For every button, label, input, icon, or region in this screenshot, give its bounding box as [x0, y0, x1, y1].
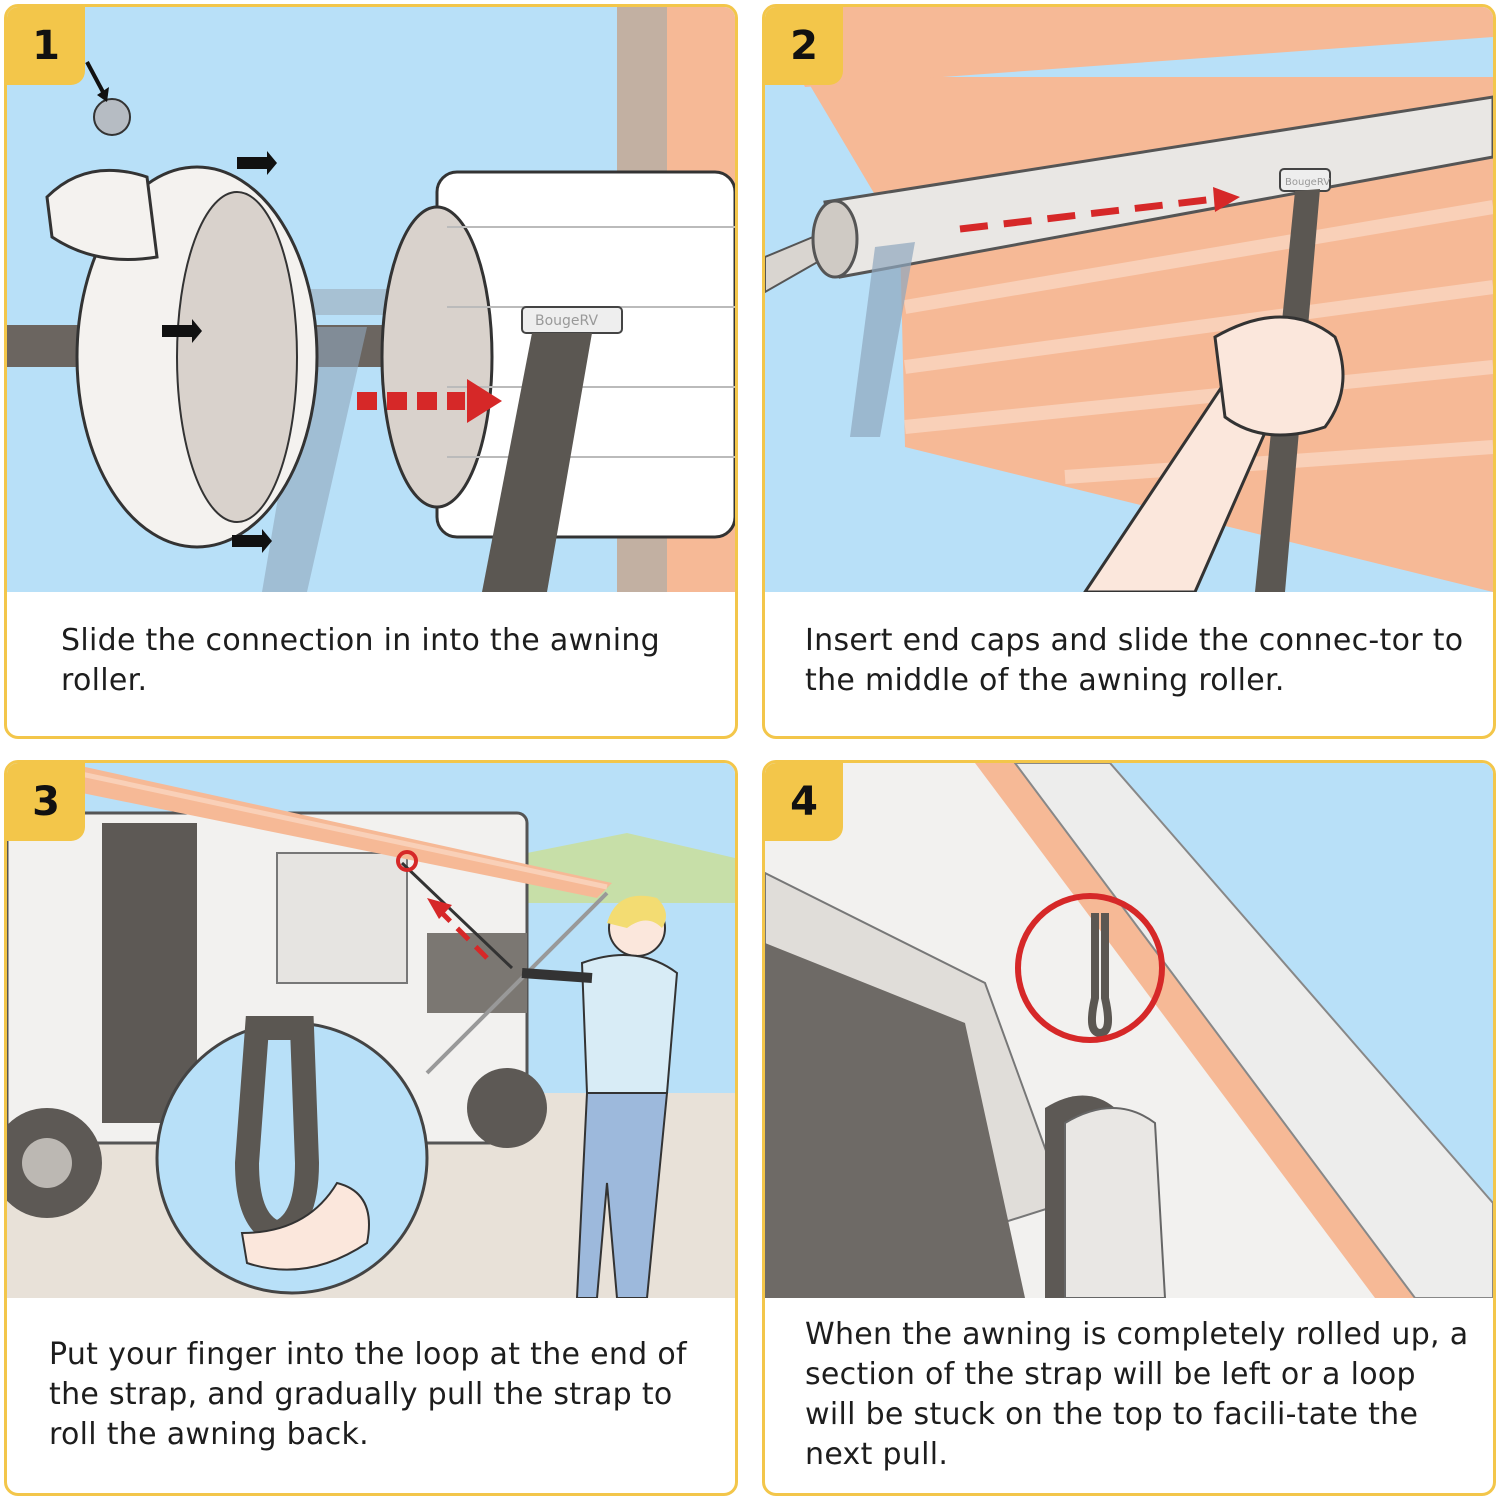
step-3-illustration	[7, 763, 735, 1348]
brand-label-1: BougeRV	[535, 313, 599, 329]
step-3-caption: Put your finger into the loop at the end…	[49, 1337, 687, 1452]
slide-arrow	[357, 379, 502, 423]
step-3-panel: 3 Put your finger into the loop at the e…	[4, 760, 738, 1496]
step-number-badge: 4	[765, 763, 843, 841]
step-1-illustration: BougeRV	[7, 7, 735, 592]
highlight-circle	[1015, 893, 1165, 1043]
step-4-illustration	[765, 763, 1493, 1348]
step-4-caption: When the awning is completely rolled up,…	[805, 1317, 1469, 1472]
loop-closeup	[155, 1016, 429, 1295]
step-4-panel: 4 When the awning is completely rolled u…	[762, 760, 1496, 1496]
step-1-panel: BougeRV 1 Slide the connection in into t…	[4, 4, 738, 739]
step-2-illustration: BougeRV	[765, 7, 1493, 592]
slide-arrow	[959, 187, 1240, 233]
step-2-panel: BougeRV 2 Insert end caps and slide the …	[762, 4, 1496, 739]
brand-label-2: BougeRV	[1285, 177, 1330, 188]
step-number-badge: 2	[765, 7, 843, 85]
step-2-caption: Insert end caps and slide the connec-tor…	[805, 623, 1464, 698]
step-number-badge: 1	[7, 7, 85, 85]
step-number-badge: 3	[7, 763, 85, 841]
pull-arrow	[396, 850, 489, 960]
step-1-caption: Slide the connection in into the awning …	[61, 623, 661, 698]
